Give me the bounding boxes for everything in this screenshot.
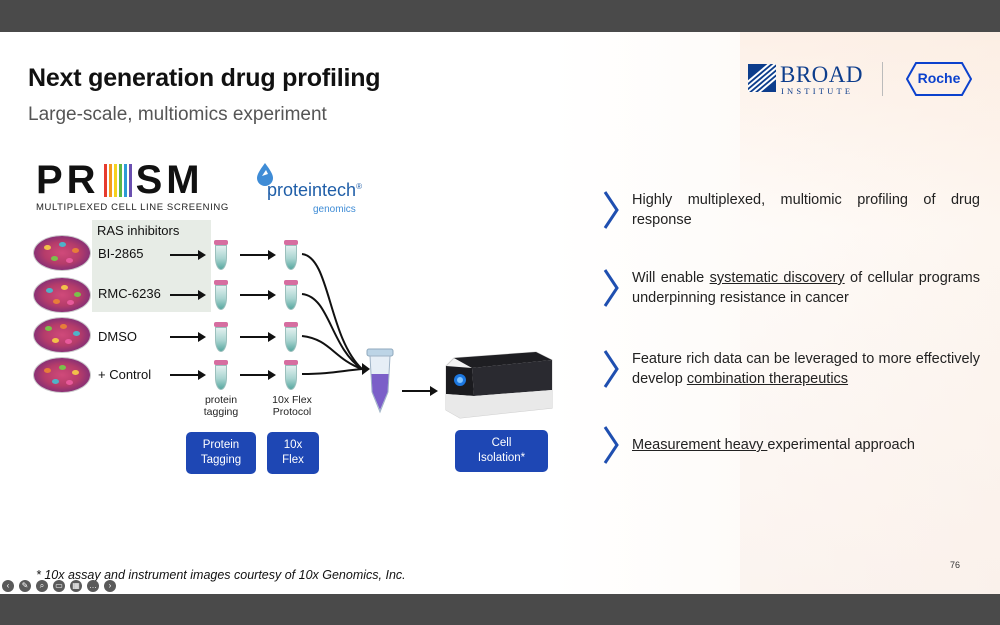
tube-icon <box>214 322 228 352</box>
more-icon[interactable]: … <box>87 580 99 592</box>
cell-dish-icon <box>34 236 90 270</box>
captions-icon[interactable]: ▭ <box>53 580 65 592</box>
bullet-item: Will enable systematic discovery of cell… <box>601 268 981 312</box>
window-top-bar <box>0 0 1000 32</box>
arrow-icon <box>240 370 276 380</box>
broad-subword: INSTITUTE <box>781 86 854 96</box>
prism-subtitle: MULTIPLEXED CELL LINE SCREENING <box>36 202 229 213</box>
merge-arrows-icon <box>301 253 370 375</box>
slide-subtitle: Large-scale, multiomics experiment <box>28 104 327 125</box>
bullet-item: Feature rich data can be leveraged to mo… <box>601 349 981 393</box>
arrow-icon <box>240 332 276 342</box>
chevron-right-icon <box>603 269 619 307</box>
slide-title: Next generation drug profiling <box>28 64 381 92</box>
pen-icon[interactable]: ✎ <box>19 580 31 592</box>
chevron-right-icon <box>603 191 619 229</box>
flex-protocol-note: 10x Flex Protocol <box>272 394 312 418</box>
arrow-icon <box>240 250 276 260</box>
bullet-item: Highly multiplexed, multiomic profiling … <box>601 190 981 234</box>
tube-icon <box>214 240 228 270</box>
broad-wordmark: BROAD <box>780 62 864 87</box>
row-label-rmc-6236: RMC-6236 <box>98 286 161 301</box>
pooled-tube-icon <box>366 348 394 414</box>
tube-icon <box>214 280 228 310</box>
bullet-phrase: of cellular programs underpinning resist… <box>632 270 980 306</box>
row-label-control: + Control <box>98 367 152 382</box>
cell-dish-icon <box>34 318 90 352</box>
protein-tagging-note: protein tagging <box>203 394 239 418</box>
prism-letters-left: PR <box>36 158 100 202</box>
arrow-icon <box>170 290 206 300</box>
bullet-text: Highly multiplexed, multiomic profiling … <box>632 190 980 230</box>
chevron-right-icon <box>603 350 619 388</box>
prism-rainbow-bars-icon <box>103 163 132 197</box>
flex-pill: 10x Flex <box>267 432 319 474</box>
ras-inhibitors-label: RAS inhibitors <box>97 223 180 238</box>
presentation-toolbar: ‹ ✎ ⌕ ▭ ▦ … › <box>2 580 116 592</box>
underlined-phrase: combination therapeutics <box>686 371 849 387</box>
proteintech-wordmark: proteintech® <box>267 180 362 200</box>
prism-letters-right: SM <box>135 158 204 202</box>
zoom-icon[interactable]: ⌕ <box>36 580 48 592</box>
proteintech-logo: proteintech® genomics <box>255 162 375 215</box>
forward-icon[interactable]: › <box>104 580 116 592</box>
bullet-phrase: Highly multiplexed, multiomic profiling … <box>632 192 980 228</box>
tube-icon <box>214 360 228 390</box>
slide: Next generation drug profiling Large-sca… <box>0 32 1000 594</box>
roche-logo: Roche <box>906 62 972 96</box>
cell-dish-icon <box>34 278 90 312</box>
bullet-text: Measurement heavy experimental approach <box>632 435 980 455</box>
chevron-right-icon <box>603 426 619 464</box>
chromium-instrument-icon <box>445 351 553 419</box>
arrow-icon <box>240 290 276 300</box>
tube-icon <box>284 360 298 390</box>
tube-icon <box>284 322 298 352</box>
roche-hexagon-icon <box>906 62 972 96</box>
footnote: * 10x assay and instrument images courte… <box>36 568 406 582</box>
prism-logo: PR SM MULTIPLEXED CELL LINE SCREENING <box>36 160 229 213</box>
underlined-phrase: systematic discovery <box>709 270 845 286</box>
tube-icon <box>284 280 298 310</box>
arrow-icon <box>402 386 438 396</box>
underlined-phrase: Measurement heavy <box>632 437 768 453</box>
tube-icon <box>284 240 298 270</box>
page-number: 76 <box>950 560 961 570</box>
cell-isolation-pill: Cell Isolation* <box>455 430 548 472</box>
proteintech-genomics-label: genomics <box>313 204 356 215</box>
back-icon[interactable]: ‹ <box>2 580 14 592</box>
arrow-icon <box>170 250 206 260</box>
row-label-bi-2865: BI-2865 <box>98 246 144 261</box>
row-label-dmso: DMSO <box>98 329 137 344</box>
broad-institute-logo: BROAD INSTITUTE <box>748 62 868 102</box>
bullet-text: Feature rich data can be leveraged to mo… <box>632 349 980 389</box>
bullet-phrase: experimental approach <box>767 437 915 453</box>
roche-wordmark: Roche <box>917 70 961 86</box>
bullet-text: Will enable systematic discovery of cell… <box>632 268 980 308</box>
window-bottom-bar <box>0 594 1000 625</box>
grid-icon[interactable]: ▦ <box>70 580 82 592</box>
logo-divider <box>882 62 883 96</box>
ras-inhibitors-panel <box>92 220 211 312</box>
cell-dish-icon <box>34 358 90 392</box>
broad-emblem-icon <box>748 64 776 92</box>
arrow-icon <box>170 370 206 380</box>
arrow-icon <box>170 332 206 342</box>
bullet-phrase: Feature rich data can be leveraged to mo… <box>632 351 980 387</box>
bullet-phrase: Will enable <box>632 270 710 286</box>
bullet-item: Measurement heavy experimental approach <box>601 425 981 465</box>
proteintech-drop-icon <box>257 163 273 186</box>
protein-tagging-pill: Protein Tagging <box>186 432 256 474</box>
